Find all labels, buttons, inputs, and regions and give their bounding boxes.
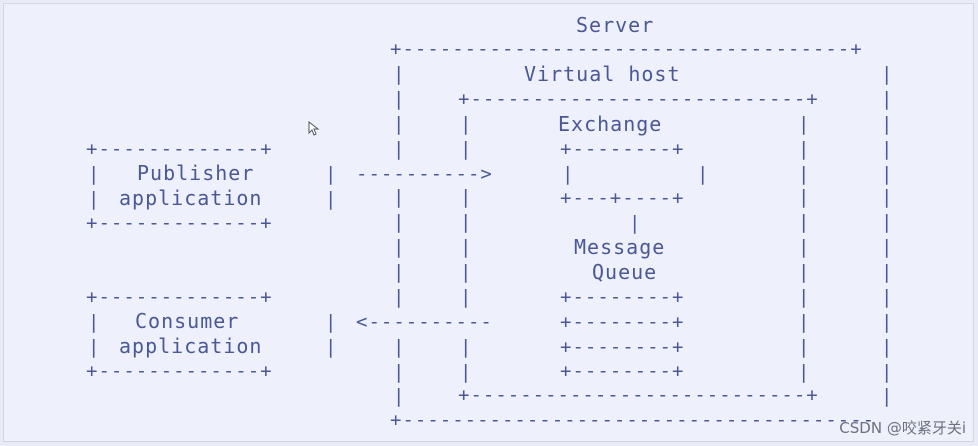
svg-text:|: | [460,236,472,258]
screenshot-frame [3,3,974,442]
svg-text:|: | [881,63,893,85]
exchange-label: Exchange [558,112,662,136]
svg-text:|: | [881,361,893,383]
svg-text:|: | [325,336,337,358]
svg-text:|: | [881,138,893,160]
svg-text:|: | [393,286,405,308]
vhost-border-left: | | | | | | | | | [460,113,472,383]
svg-text:+--------+: +--------+ [560,336,684,358]
svg-text:|: | [393,236,405,258]
svg-text:|: | [393,361,405,383]
server-box: Server +--------------------------------… [390,13,893,431]
svg-text:|: | [881,236,893,258]
svg-text:|: | [881,385,893,407]
svg-text:|: | [881,311,893,333]
svg-text:|: | [881,113,893,135]
svg-text:|: | [325,188,337,210]
svg-text:|: | [798,163,810,185]
svg-text:|: | [881,211,893,233]
svg-text:+-------------+: +-------------+ [86,212,273,234]
svg-text:|: | [460,113,472,135]
mouse-pointer-icon [308,121,320,136]
virtual-host-label: Virtual host [524,62,681,86]
svg-text:|: | [697,163,709,185]
svg-text:+--------+: +--------+ [560,360,684,382]
virtual-host-box: Virtual host +--------------------------… [458,62,819,406]
publisher-label-line1: Publisher [137,161,254,185]
svg-text:|: | [393,336,405,358]
queue-label-line2: Queue [592,260,657,284]
svg-text:+--------+: +--------+ [560,311,684,333]
svg-text:|: | [393,211,405,233]
svg-text:|: | [881,186,893,208]
svg-text:|: | [460,186,472,208]
svg-text:|: | [460,211,472,233]
svg-text:|: | [798,113,810,135]
svg-text:|: | [393,261,405,283]
svg-text:|: | [881,163,893,185]
svg-text:|: | [460,361,472,383]
svg-text:|: | [88,188,100,210]
publisher-label-line2: application [119,186,262,210]
svg-text:|: | [798,211,810,233]
svg-text:|: | [881,261,893,283]
svg-text:|: | [460,138,472,160]
svg-text:|: | [562,163,574,185]
consume-arrow: <---------- [356,311,493,333]
server-border-top: +------------------------------------+ [390,38,863,60]
svg-text:|: | [798,311,810,333]
svg-text:|: | [393,138,405,160]
queue-label-line1: Message [574,235,665,259]
svg-text:+--------+: +--------+ [560,138,684,160]
svg-text:|: | [798,336,810,358]
svg-text:|: | [393,186,405,208]
consumer-application-box: +-------------+ | | | | Consumer applica… [86,286,337,382]
svg-text:|: | [798,261,810,283]
vhost-border-top: +---------------------------+ [458,88,819,110]
svg-text:+-------------+: +-------------+ [86,286,273,308]
svg-text:|: | [881,286,893,308]
svg-text:+-------------+: +-------------+ [86,138,273,160]
server-label: Server [576,13,654,37]
vhost-border-bottom: +---------------------------+ [458,384,819,406]
svg-text:|: | [393,385,405,407]
server-border-right: | | | | | | | | | | | | | | [881,63,893,407]
svg-text:|: | [325,163,337,185]
svg-text:|: | [88,311,100,333]
consumer-label-line2: application [119,334,262,358]
svg-text:|: | [798,236,810,258]
svg-text:+---+----+: +---+----+ [560,187,684,209]
svg-text:|: | [88,163,100,185]
svg-text:|: | [393,88,405,110]
svg-text:|: | [881,88,893,110]
svg-text:|: | [393,63,405,85]
svg-text:|: | [88,336,100,358]
vhost-border-right: | | | | | | | | | | | [798,113,810,383]
svg-text:|: | [798,361,810,383]
svg-text:+-------------+: +-------------+ [86,360,273,382]
svg-text:|: | [798,186,810,208]
svg-text:+--------+: +--------+ [560,286,684,308]
svg-text:|: | [460,336,472,358]
svg-text:|: | [460,261,472,283]
publish-arrow: ----------> [356,163,493,185]
exchange-box: Exchange +--------+ | | +---+----+ | [558,112,709,234]
message-queue-box: Message Queue +--------+ +--------+ +---… [560,235,684,382]
svg-text:|: | [460,286,472,308]
consumer-label-line1: Consumer [135,309,239,333]
server-border-left: | | | | | | | | | | | | [393,63,405,407]
svg-text:|: | [881,336,893,358]
server-border-bottom: +-------------------------------------- [390,409,875,431]
publisher-application-box: +-------------+ | | | | Publisher applic… [86,138,337,234]
svg-text:|: | [325,311,337,333]
csdn-watermark: CSDN @咬紧牙关i [839,419,966,437]
svg-text:|: | [798,138,810,160]
exchange-queue-binding: | [629,212,641,234]
svg-text:|: | [393,113,405,135]
svg-text:|: | [798,286,810,308]
